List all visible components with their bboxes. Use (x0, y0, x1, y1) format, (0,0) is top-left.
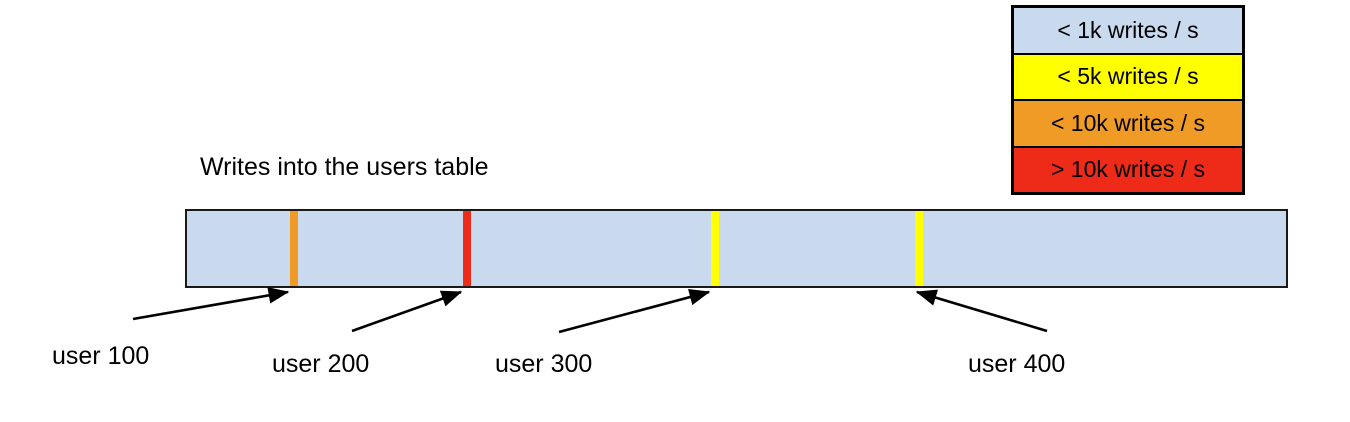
legend-label-over-10k: > 10k writes / s (1050, 156, 1206, 183)
marker-user-400 (915, 211, 923, 286)
arrow-user-400 (915, 289, 1048, 333)
legend-row-over-10k: > 10k writes / s (1014, 147, 1242, 192)
legend-label-under-5k: < 5k writes / s (1057, 63, 1199, 90)
marker-user-200 (463, 211, 471, 286)
annotation-label-user-400: user 400 (968, 350, 1066, 378)
users-table-keyspace-bar (185, 209, 1288, 288)
legend-row-under-5k: < 5k writes / s (1014, 54, 1242, 101)
arrow-user-200 (351, 290, 463, 333)
arrow-user-300 (558, 288, 711, 334)
marker-user-100 (290, 211, 298, 286)
legend-row-under-1k: < 1k writes / s (1014, 8, 1242, 55)
legend-label-under-10k: < 10k writes / s (1050, 109, 1206, 136)
annotation-label-user-100: user 100 (52, 342, 150, 370)
arrow-user-100 (132, 287, 290, 321)
marker-user-300 (711, 211, 719, 286)
annotation-label-user-300: user 300 (495, 350, 593, 378)
annotation-label-user-200: user 200 (272, 350, 370, 378)
legend-row-under-10k: < 10k writes / s (1014, 101, 1242, 148)
legend-label-under-1k: < 1k writes / s (1057, 16, 1199, 43)
write-rate-legend: < 1k writes / s < 5k writes / s < 10k wr… (1011, 5, 1245, 195)
chart-title: Writes into the users table (200, 153, 489, 181)
bar-background (187, 211, 1286, 286)
